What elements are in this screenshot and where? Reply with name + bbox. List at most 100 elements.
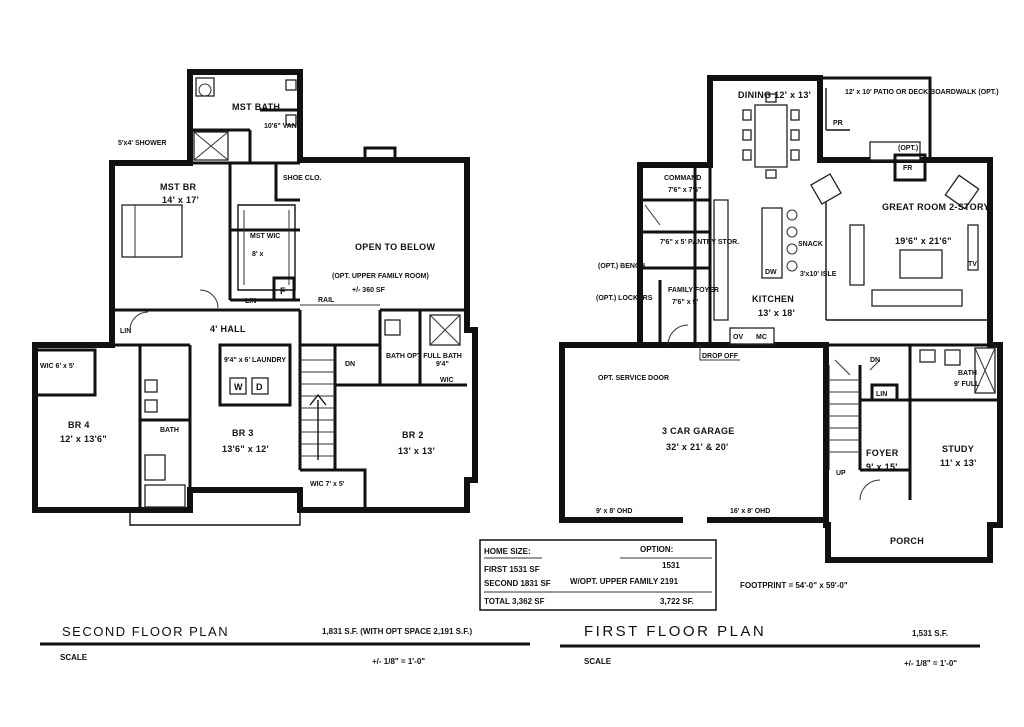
room-label-foyer: FOYER (866, 448, 899, 458)
room-label-wic-br4: WIC 6' x 5' (40, 363, 75, 370)
room-label-open-below: OPEN TO BELOW (355, 242, 435, 252)
toilet-fixture (195, 77, 215, 97)
room-dim-br3: 13'6" x 12' (222, 444, 269, 454)
room-label-bath: BATH (958, 370, 977, 377)
room-label-opt-bench: (OPT.) BENCH (598, 263, 645, 270)
room-label-pantry: 7'6" x 5' PANTRY STOR. (660, 239, 739, 246)
room-label-study: STUDY (942, 444, 974, 454)
room-label-laundry: 9'4" x 6' LAUNDRY (224, 357, 286, 364)
room-label-lin: LIN (876, 391, 887, 398)
room-dim-family-foyer: 7'6" x 9' (672, 299, 698, 306)
room-label-snack: SNACK (798, 241, 823, 248)
room-label-mstr-br: MST BR (160, 182, 196, 192)
room-dim-br2: 13' x 13' (398, 446, 435, 456)
room-label-tv: TV (968, 261, 977, 268)
room-label-great-room: GREAT ROOM 2-STORY (882, 202, 990, 212)
first-floor-scale-value: +/- 1/8" = 1'-0" (904, 659, 957, 668)
garage-walls (559, 342, 829, 523)
first-floor-scale-label: SCALE (584, 657, 612, 666)
kitchen-island (761, 207, 783, 279)
home-size-first-option: 1531 (662, 561, 680, 570)
second-floor-scale-label: SCALE (60, 653, 88, 662)
room-dim-mstr-wic: 8' x (252, 251, 264, 258)
first-floor-title-block: FIRST FLOOR PLAN 1,531 S.F. SCALE +/- 1/… (560, 623, 980, 668)
stair-label-up: UP (836, 470, 846, 477)
room-label-bath: BATH (160, 427, 179, 434)
room-label-br4: BR 4 (68, 420, 90, 430)
room-label-porch: PORCH (890, 536, 924, 546)
room-dim-study: 11' x 13' (940, 458, 977, 468)
room-label-dining: DINING 12' x 13' (738, 90, 811, 100)
footprint-note: FOOTPRINT = 54'-0" x 59'-0" (740, 581, 848, 590)
room-label-f: F (280, 286, 286, 296)
room-label-br2: BR 2 (402, 430, 424, 440)
dining-table (754, 104, 788, 168)
master-bath-walls (188, 72, 300, 163)
home-size-total-option: 3,722 SF. (660, 597, 694, 606)
home-size-header: HOME SIZE: (484, 547, 531, 556)
room-dim-br4: 12' x 13'6" (60, 434, 107, 444)
room-label-mstr-bath: MST BATH (232, 102, 280, 112)
room-label-vanity: 10'6" VAN (264, 123, 297, 130)
second-floor-title: SECOND FLOOR PLAN (62, 624, 229, 639)
room-label-opt: (OPT.) (898, 145, 918, 152)
great-room-sofa-left (849, 224, 865, 286)
room-dim-command: 7'6" x 7'6" (668, 187, 701, 194)
room-dim-mstr-br: 14' x 17' (162, 195, 199, 205)
second-floor-plan (32, 69, 478, 526)
second-floor-labels: MST BATH 10'6" VAN 5'x4' SHOWER MST BR 1… (40, 102, 462, 488)
room-label-wic-small: WIC 7' x 5' (310, 481, 345, 488)
room-label-bath-full: 9' FULL (954, 381, 980, 388)
home-size-total: TOTAL 3,362 SF (484, 597, 545, 606)
room-label-opt-lockers: (OPT.) LOCKERS (596, 295, 653, 302)
first-floor-plan (559, 75, 1003, 563)
room-label-lin2: LIN (245, 298, 256, 305)
appliance-label-ov: OV (733, 334, 743, 341)
appliance-label-dw: DW (765, 269, 777, 276)
first-floor-title: FIRST FLOOR PLAN (584, 623, 766, 640)
room-label-garage: 3 CAR GARAGE (662, 426, 735, 436)
first-floor-labels: DINING 12' x 13' 12' x 10' PATIO OR DECK… (596, 89, 999, 546)
room-dim-garage: 32' x 21' & 20' (666, 442, 728, 452)
room-dim-foyer: 9' x 15' (866, 462, 898, 472)
room-label-fr: FR (903, 165, 912, 172)
room-label-shoe-clo: SHOE CLO. (283, 175, 322, 182)
room-label-opt-family: (OPT. UPPER FAMILY ROOM) (332, 273, 429, 280)
stair-label-dn: DN (345, 361, 355, 368)
great-room-sofa-bottom (871, 289, 963, 307)
garage-door-label-2: 16' x 8' OHD (730, 508, 770, 515)
room-label-mstr-wic: MST WIC (250, 233, 280, 240)
garage-door-label-1: 9' x 8' OHD (596, 508, 632, 515)
bed (121, 204, 183, 258)
home-size-second-option: W/OPT. UPPER FAMILY 2191 (570, 577, 679, 586)
room-label-shower: 5'x4' SHOWER (118, 140, 166, 147)
second-floor-area: 1,831 S.F. (WITH OPT SPACE 2,191 S.F.) (322, 627, 472, 636)
second-floor-title-block: SECOND FLOOR PLAN 1,831 S.F. (WITH OPT S… (40, 624, 530, 666)
home-size-option-header: OPTION: (640, 545, 673, 554)
room-label-family-foyer: FAMILY FOYER (668, 287, 719, 294)
room-label-command: COMMAND (664, 175, 701, 182)
room-dim-kitchen: 13' x 18' (758, 308, 795, 318)
room-label-hall: 4' HALL (210, 324, 246, 334)
home-size-table: HOME SIZE: OPTION: FIRST 1531 SF 1531 SE… (479, 539, 717, 611)
home-size-first: FIRST 1531 SF (484, 565, 540, 574)
room-label-opt-bath: BATH OPT FULL BATH (386, 353, 462, 360)
room-label-pr: PR (833, 120, 843, 127)
room-label-dropoff: DROP OFF (702, 353, 739, 360)
stair-label-dn: DN (870, 357, 880, 364)
second-floor-scale-value: +/- 1/8" = 1'-0" (372, 657, 425, 666)
room-label-lin: LIN (120, 328, 131, 335)
room-label-rail: RAIL (318, 297, 335, 304)
room-label-br3: BR 3 (232, 428, 254, 438)
room-label-opt-service: OPT. SERVICE DOOR (598, 375, 669, 382)
room-dim-great-room: 19'6" x 21'6" (895, 236, 952, 246)
appliance-label-mc: MC (756, 334, 767, 341)
home-size-second: SECOND 1831 SF (484, 579, 551, 588)
room-label-wic-br2: WIC (440, 377, 454, 384)
appliance-label-d: D (256, 382, 263, 392)
room-label-island: 3'x10' ISLE (800, 271, 837, 278)
room-dim-wic-br2: 9'4" (436, 361, 449, 368)
room-label-patio: 12' x 10' PATIO OR DECK BOARDWALK (OPT.) (845, 89, 999, 96)
room-label-kitchen: KITCHEN (752, 294, 794, 304)
